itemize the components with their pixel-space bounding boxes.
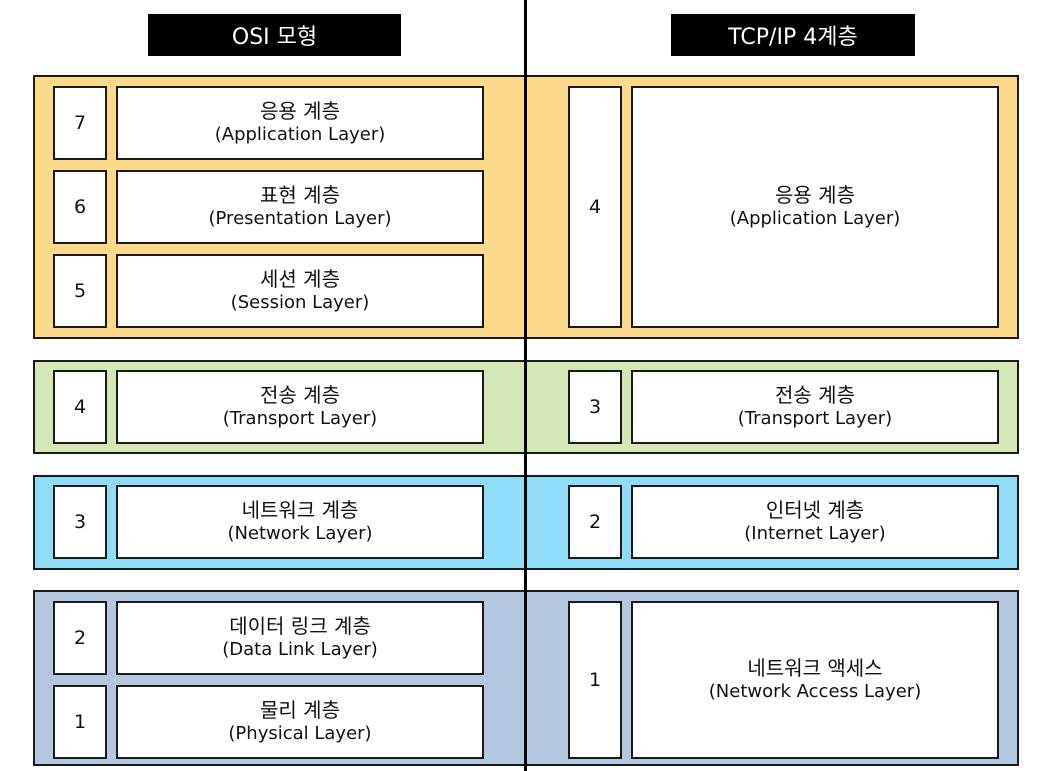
tcpip-layer-4-english: (Application Layer) [729, 208, 901, 230]
osi-layer-4-name: 전송 계층 (Transport Layer) [116, 370, 484, 444]
osi-layer-1-korean: 물리 계층 [260, 698, 340, 723]
osi-layer-1-english: (Physical Layer) [228, 723, 372, 745]
osi-layer-7-english: (Application Layer) [214, 124, 386, 146]
tcpip-layer-2-number: 2 [568, 485, 622, 559]
osi-layer-4-number: 4 [53, 370, 107, 444]
tcpip-layer-4-name: 응용 계층 (Application Layer) [631, 86, 999, 328]
tcpip-layer-4-korean: 응용 계층 [775, 183, 855, 208]
tcpip-layer-2-korean: 인터넷 계층 [765, 498, 865, 523]
osi-layer-4-korean: 전송 계층 [260, 383, 340, 408]
osi-layer-7-name: 응용 계층 (Application Layer) [116, 86, 484, 160]
osi-layer-6-number: 6 [53, 170, 107, 244]
osi-layer-6-name: 표현 계층 (Presentation Layer) [116, 170, 484, 244]
osi-layer-2-name: 데이터 링크 계층 (Data Link Layer) [116, 601, 484, 675]
tcpip-layer-3-korean: 전송 계층 [775, 383, 855, 408]
osi-layer-3-korean: 네트워크 계층 [241, 498, 359, 523]
osi-layer-2-korean: 데이터 링크 계층 [229, 614, 371, 639]
osi-layer-5-name: 세션 계층 (Session Layer) [116, 254, 484, 328]
osi-layer-4-english: (Transport Layer) [222, 408, 378, 430]
osi-layer-2-number: 2 [53, 601, 107, 675]
osi-layer-1-name: 물리 계층 (Physical Layer) [116, 685, 484, 759]
osi-layer-5-english: (Session Layer) [230, 292, 370, 314]
tcpip-layer-4-number: 4 [568, 86, 622, 328]
center-divider [524, 0, 527, 771]
tcpip-layer-2-english: (Internet Layer) [744, 523, 886, 545]
osi-layer-6-english: (Presentation Layer) [208, 208, 392, 230]
tcpip-layer-3-name: 전송 계층 (Transport Layer) [631, 370, 999, 444]
osi-layer-7-number: 7 [53, 86, 107, 160]
tcpip-layer-2-name: 인터넷 계층 (Internet Layer) [631, 485, 999, 559]
tcpip-layer-3-number: 3 [568, 370, 622, 444]
osi-header: OSI 모형 [148, 14, 401, 56]
tcpip-layer-3-english: (Transport Layer) [737, 408, 893, 430]
osi-layer-6-korean: 표현 계층 [260, 183, 340, 208]
osi-layer-2-english: (Data Link Layer) [222, 639, 378, 661]
osi-layer-3-name: 네트워크 계층 (Network Layer) [116, 485, 484, 559]
tcpip-layer-1-korean: 네트워크 액세스 [747, 656, 883, 681]
osi-layer-5-number: 5 [53, 254, 107, 328]
osi-layer-5-korean: 세션 계층 [260, 267, 340, 292]
tcpip-layer-1-number: 1 [568, 601, 622, 759]
tcpip-layer-1-english: (Network Access Layer) [708, 681, 922, 703]
osi-layer-3-number: 3 [53, 485, 107, 559]
tcpip-layer-1-name: 네트워크 액세스 (Network Access Layer) [631, 601, 999, 759]
osi-layer-3-english: (Network Layer) [227, 523, 373, 545]
osi-layer-1-number: 1 [53, 685, 107, 759]
tcpip-header: TCP/IP 4계층 [671, 14, 915, 56]
osi-layer-7-korean: 응용 계층 [260, 99, 340, 124]
